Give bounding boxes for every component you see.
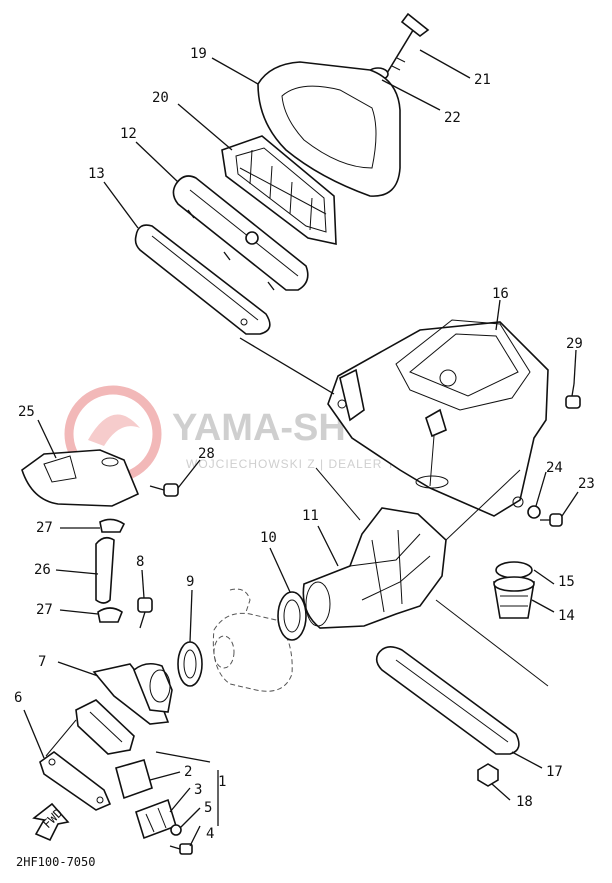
part-24-washer: [527, 505, 541, 519]
part-5-washer: [170, 824, 182, 836]
part-3-reed-stopper: [135, 798, 177, 840]
watermark-subtitle: WOJCIECHOWSKI Z | DEALER YAMAHA: [186, 457, 442, 471]
fwd-arrow: FWD: [32, 802, 70, 842]
part-15-ring: [495, 561, 533, 579]
callout-21: 21: [474, 72, 491, 88]
carburetor-phantom: [212, 588, 293, 692]
part-8-screw: [137, 597, 153, 629]
callout-19: 19: [190, 46, 207, 62]
callout-13: 13: [88, 166, 105, 182]
part-26-hose: [95, 536, 115, 604]
part-29-screw: [565, 383, 581, 409]
part-17-gasket: [375, 646, 520, 755]
callout-7: 7: [38, 654, 46, 670]
callout-23: 23: [578, 476, 595, 492]
part-28-screw: [149, 483, 179, 497]
callout-14: 14: [558, 608, 575, 624]
part-7-manifold: [92, 662, 173, 725]
callout-17: 17: [546, 764, 563, 780]
callout-16: 16: [492, 286, 509, 302]
part-12-plate: [172, 175, 309, 291]
callout-22: 22: [444, 110, 461, 126]
callout-20: 20: [152, 90, 169, 106]
part-21-bolt: [383, 12, 430, 79]
part-2-reed-plate: [115, 759, 153, 800]
callout-12: 12: [120, 126, 137, 142]
callout-11: 11: [302, 508, 319, 524]
callout-29: 29: [566, 336, 583, 352]
callout-28: 28: [198, 446, 215, 462]
callout-18: 18: [516, 794, 533, 810]
callout-numbers: 1 2 3 4 5 6 7 8 9 10 11 12 13 14 15 16 1…: [14, 46, 595, 842]
part-14-duct: [493, 576, 535, 619]
callout-9: 9: [186, 574, 194, 590]
assembly-lines: [45, 467, 549, 757]
leader-lines: [23, 49, 579, 847]
part-25-cover: [21, 449, 140, 507]
callout-4: 4: [206, 826, 214, 842]
callout-25: 25: [18, 404, 35, 420]
part-27-clamp-upper: [99, 518, 126, 533]
callout-6: 6: [14, 690, 22, 706]
part-9-clamp: [177, 641, 203, 687]
callout-10: 10: [260, 530, 277, 546]
callout-5: 5: [204, 800, 212, 816]
part-1-reed-valve-assembly: [75, 699, 135, 755]
callout-3: 3: [194, 782, 202, 798]
callout-2: 2: [184, 764, 192, 780]
callout-15: 15: [558, 574, 575, 590]
part-6-gasket: [39, 751, 112, 811]
part-13-gasket: [134, 224, 271, 335]
part-10-clamp: [277, 591, 307, 641]
callout-24: 24: [546, 460, 563, 476]
callout-1: 1: [218, 774, 226, 790]
callout-8: 8: [136, 554, 144, 570]
callout-27-upper: 27: [36, 520, 53, 536]
part-27-clamp-lower: [97, 607, 123, 623]
part-20-filter-guide: [221, 135, 337, 245]
diagram-code: 2HF100-7050: [16, 855, 95, 869]
part-18-nut: [477, 763, 499, 787]
part-4-screw: [169, 843, 193, 855]
part-19-filter-element: [257, 61, 401, 197]
part-16-filter-case: [327, 319, 549, 517]
watermark-logo-mark: [88, 414, 140, 446]
callout-27-lower: 27: [36, 602, 53, 618]
callout-26: 26: [34, 562, 51, 578]
part-23-bolt: [540, 513, 563, 527]
part-11-intake-joint: [302, 507, 447, 629]
